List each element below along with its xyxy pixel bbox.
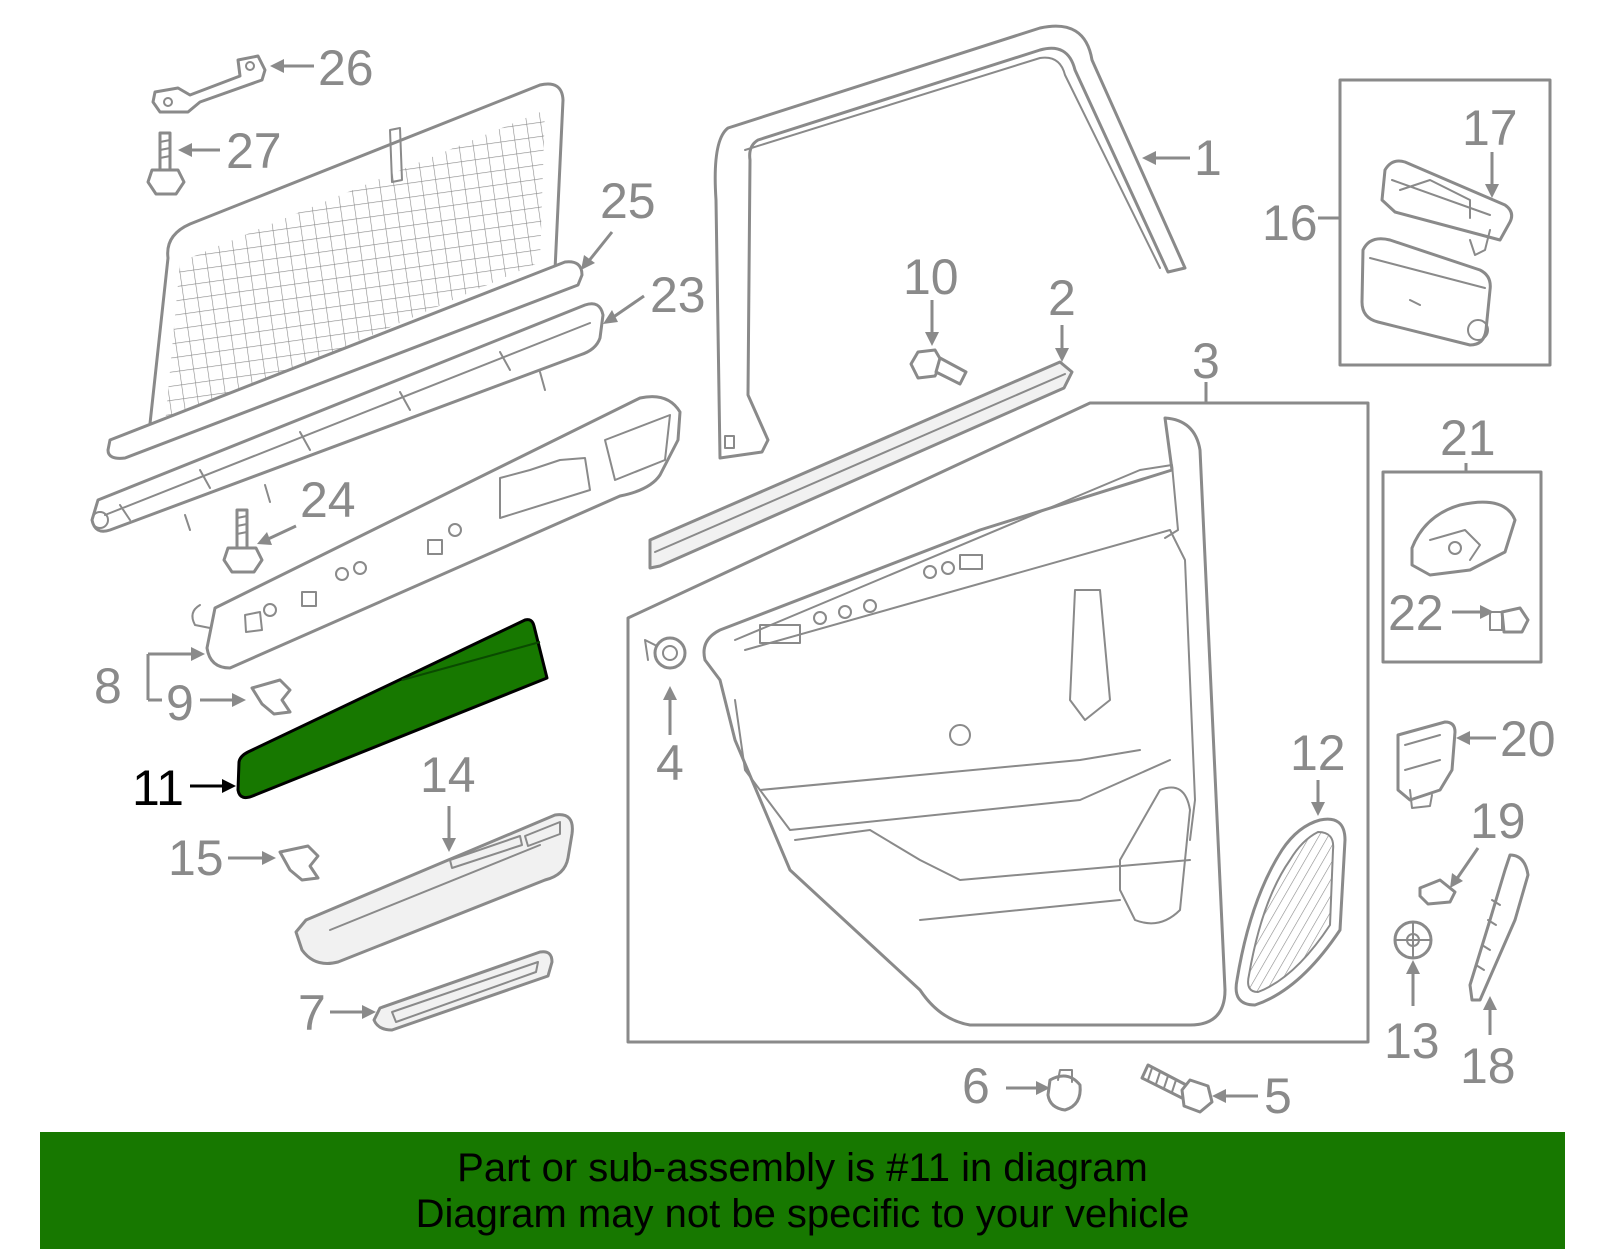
callout-3: 3 [1192, 333, 1220, 389]
part-27-bolt [146, 131, 186, 196]
callout-9: 9 [166, 675, 194, 731]
leader-arrows [146, 59, 1499, 1103]
part-21-lock-actuator [1381, 470, 1543, 664]
callout-5: 5 [1264, 1068, 1292, 1124]
part-14-switch-bezel [294, 813, 574, 965]
callout-14: 14 [420, 747, 476, 803]
part-13-washer [1393, 920, 1433, 960]
callout-8: 8 [94, 658, 122, 714]
part-15-clip [278, 844, 320, 882]
callout-22: 22 [1388, 585, 1444, 641]
part-11-trim-moulding-highlighted [236, 618, 549, 800]
part-6-push-clip [1046, 1069, 1082, 1112]
part-19-clip [1418, 878, 1457, 906]
part-18-handle-trim [1468, 853, 1530, 1002]
callout-19: 19 [1470, 793, 1526, 849]
callout-labels: 1 2 3 4 5 6 7 8 9 10 11 12 13 14 15 16 1… [94, 40, 1556, 1124]
part-17-switch-button [1380, 159, 1514, 256]
part-10-bolt [909, 348, 968, 386]
callout-7: 7 [298, 985, 326, 1041]
callout-10: 10 [903, 249, 959, 305]
part-5-screw [1140, 1063, 1214, 1114]
part-3-door-trim-panel [626, 401, 1370, 1044]
info-banner: Part or sub-assembly is #11 in diagram D… [40, 1132, 1565, 1249]
part-4-clip [644, 636, 687, 670]
callout-20: 20 [1500, 711, 1556, 767]
callout-21: 21 [1440, 410, 1496, 466]
callout-2: 2 [1048, 270, 1076, 326]
callout-17: 17 [1462, 100, 1518, 156]
part-8-armrest-bracket [191, 395, 682, 670]
part-2-belt-weatherstrip [648, 360, 1074, 570]
part-7-trim-strip [372, 950, 554, 1032]
callout-27: 27 [226, 123, 282, 179]
callout-6: 6 [962, 1058, 990, 1114]
callout-4: 4 [656, 735, 684, 791]
callout-23: 23 [650, 267, 706, 323]
callout-12: 12 [1290, 725, 1346, 781]
callout-11: 11 [132, 760, 184, 816]
part-23-guide-rail [90, 302, 605, 533]
callout-25: 25 [600, 173, 656, 229]
callout-16: 16 [1262, 195, 1318, 251]
part-1-glass-run-channel [713, 24, 1187, 460]
part-16-switch-assembly [1338, 78, 1552, 367]
part-24-bolt [222, 508, 264, 574]
callout-1: 1 [1194, 130, 1222, 186]
part-20-switch [1396, 720, 1457, 809]
callout-15: 15 [168, 830, 224, 886]
banner-line-part-number: Part or sub-assembly is #11 in diagram [457, 1145, 1148, 1190]
part-26-bracket [151, 54, 267, 114]
callout-13: 13 [1384, 1013, 1440, 1069]
part-9-clip [250, 678, 292, 716]
part-25-sunshade [106, 82, 584, 460]
callout-26: 26 [318, 40, 374, 96]
part-22-bolt [1489, 606, 1530, 634]
banner-line-disclaimer: Diagram may not be specific to your vehi… [415, 1191, 1190, 1236]
part-12-speaker-grille [1234, 817, 1347, 1007]
callout-24: 24 [300, 472, 356, 528]
callout-18: 18 [1460, 1038, 1516, 1094]
